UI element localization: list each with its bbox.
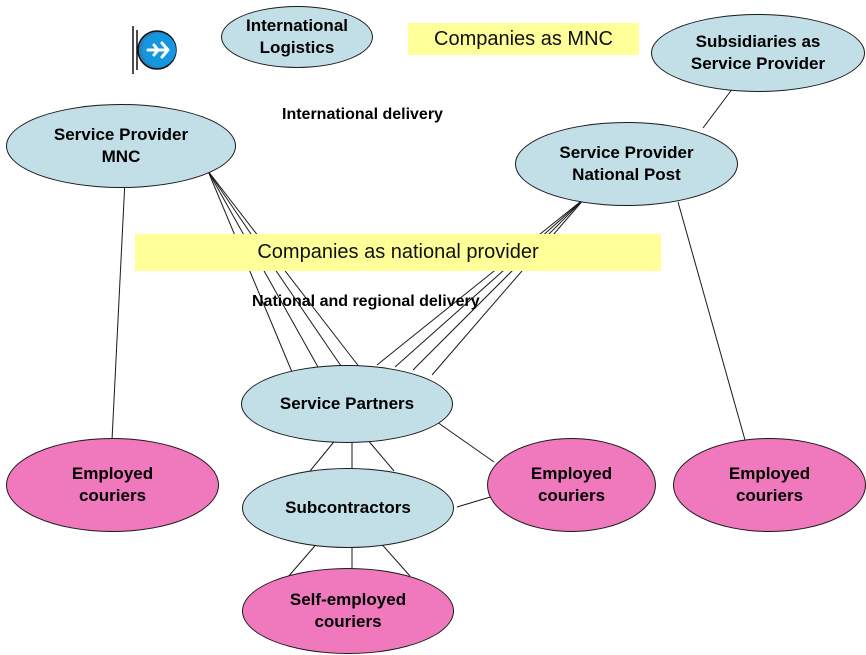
band-companies-as-national-provider: Companies as national provider bbox=[135, 234, 661, 271]
edge-post-partners-2 bbox=[394, 197, 586, 368]
airplane-icon bbox=[128, 20, 188, 85]
caption-international-delivery: International delivery bbox=[282, 106, 443, 123]
edge-sub-self-3 bbox=[377, 539, 411, 577]
node-service-partners: Service Partners bbox=[241, 365, 453, 443]
edge-post-partners-4 bbox=[431, 197, 586, 376]
node-subcontractors: Subcontractors bbox=[242, 468, 454, 548]
edge-post-couriers-right bbox=[677, 201, 746, 441]
caption-national-regional-delivery: National and regional delivery bbox=[252, 293, 480, 310]
node-employed-couriers-left: Employed couriers bbox=[6, 438, 219, 532]
edge-mnc-couriers-left bbox=[111, 159, 127, 441]
edge-partners-couriers-mid bbox=[436, 421, 495, 463]
edge-post-subsidiaries bbox=[702, 83, 737, 129]
node-self-employed-couriers: Self-employed couriers bbox=[242, 568, 454, 654]
node-service-provider-national-post: Service Provider National Post bbox=[515, 122, 738, 206]
node-international-logistics: International Logistics bbox=[221, 6, 373, 68]
band-companies-as-mnc: Companies as MNC bbox=[408, 23, 639, 55]
node-employed-couriers-middle: Employed couriers bbox=[487, 438, 656, 532]
edge-post-partners-1 bbox=[376, 197, 586, 366]
edge-mnc-partners-1 bbox=[207, 170, 293, 373]
node-employed-couriers-right: Employed couriers bbox=[673, 438, 866, 532]
node-subsidiaries: Subsidiaries as Service Provider bbox=[651, 14, 865, 92]
node-service-provider-mnc: Service Provider MNC bbox=[6, 104, 236, 188]
edge-post-partners-3 bbox=[412, 197, 586, 371]
